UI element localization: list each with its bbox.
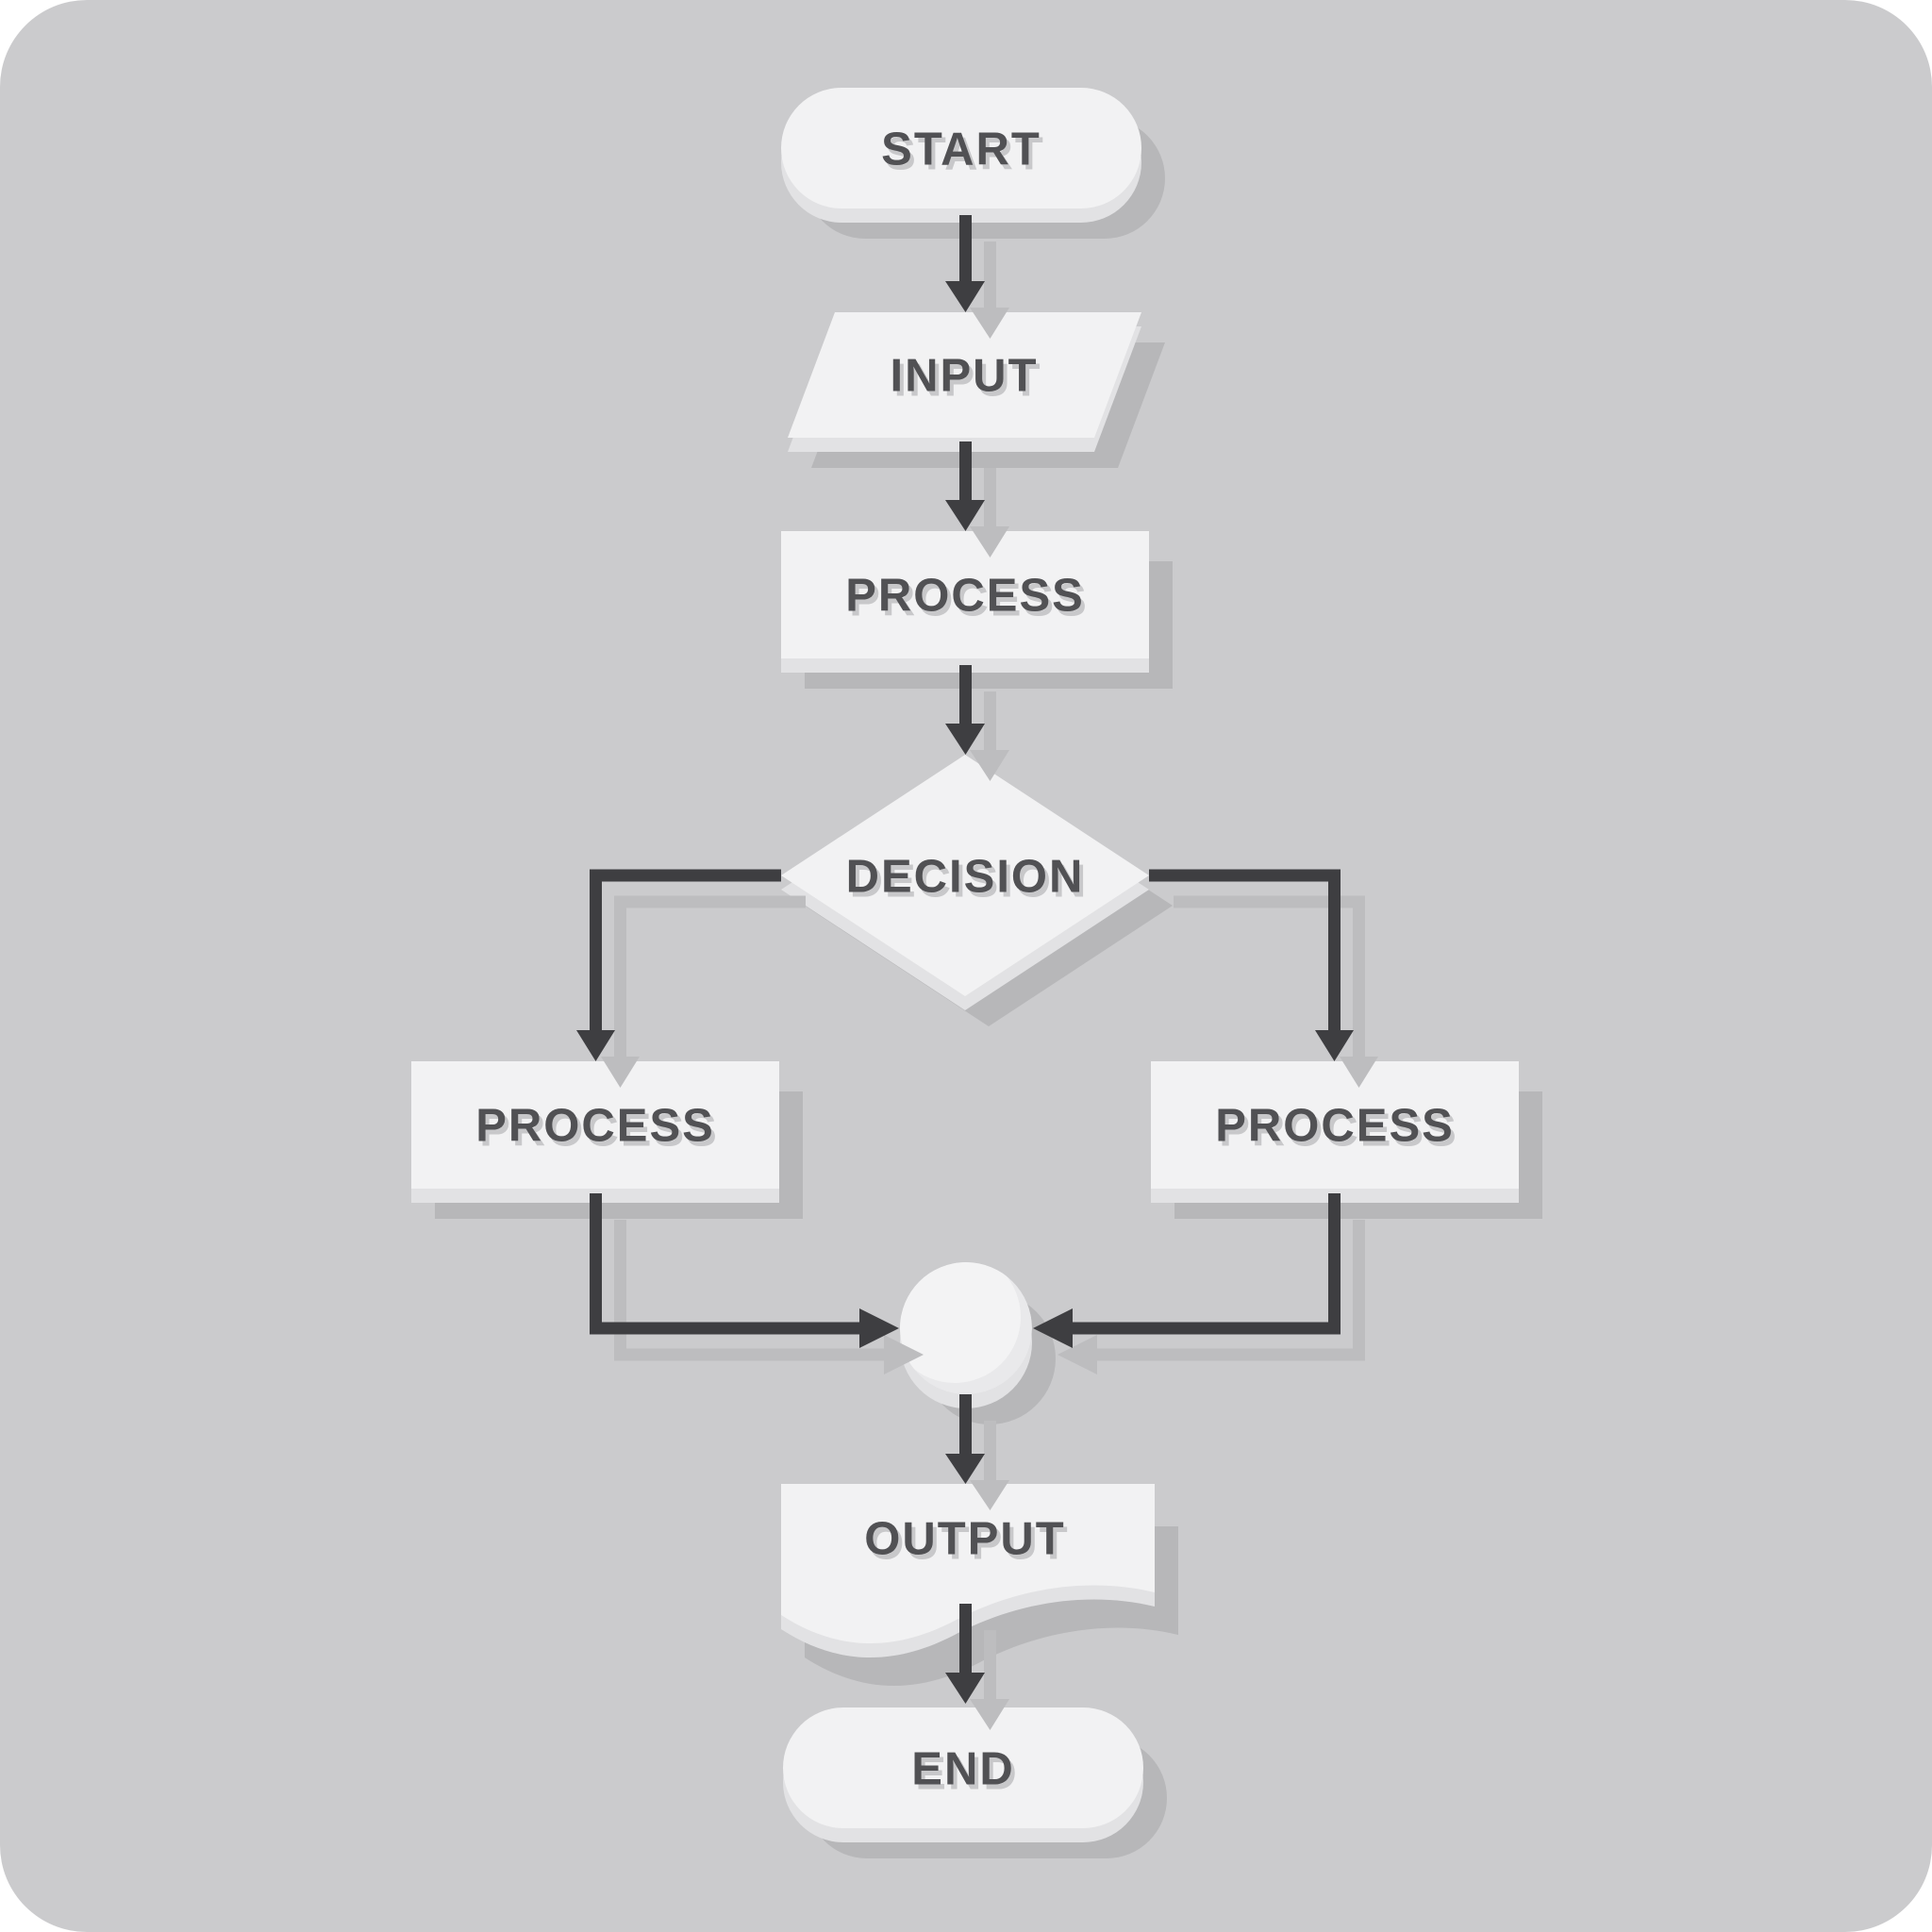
process-right-label-shadow: PROCESS (1219, 1106, 1458, 1157)
process-left-label: PROCESS (475, 1101, 715, 1152)
start-label: START (881, 125, 1041, 175)
process-left-label-shadow: PROCESS (479, 1106, 719, 1157)
process-top-label-shadow: PROCESS (849, 575, 1089, 626)
edge-decision-left-shadow (601, 895, 806, 1088)
input-label: INPUT (891, 351, 1039, 402)
output-label-shadow: OUTPUT (868, 1519, 1069, 1570)
edge-decision-right-shadow (1174, 895, 1378, 1088)
process-right-label: PROCESS (1215, 1101, 1455, 1152)
node-label-shadows: START INPUT PROCESS DECISION PROCESS PRO… (479, 129, 1458, 1800)
end-label-shadow: END (915, 1749, 1018, 1800)
output-label: OUTPUT (864, 1514, 1065, 1565)
junction-highlight (900, 1262, 1021, 1383)
node-labels: START INPUT PROCESS DECISION PROCESS PRO… (475, 125, 1455, 1795)
process-top-label: PROCESS (845, 571, 1085, 622)
junction-shape (900, 1262, 1032, 1394)
input-label-shadow: INPUT (894, 356, 1042, 407)
decision-label: DECISION (846, 852, 1085, 903)
edge-left-junction-shadow (614, 1220, 924, 1374)
edge-right-junction-shadow (1058, 1220, 1365, 1374)
end-label: END (911, 1744, 1014, 1795)
start-label-shadow: START (885, 129, 1045, 180)
decision-label-shadow: DECISION (850, 857, 1089, 908)
